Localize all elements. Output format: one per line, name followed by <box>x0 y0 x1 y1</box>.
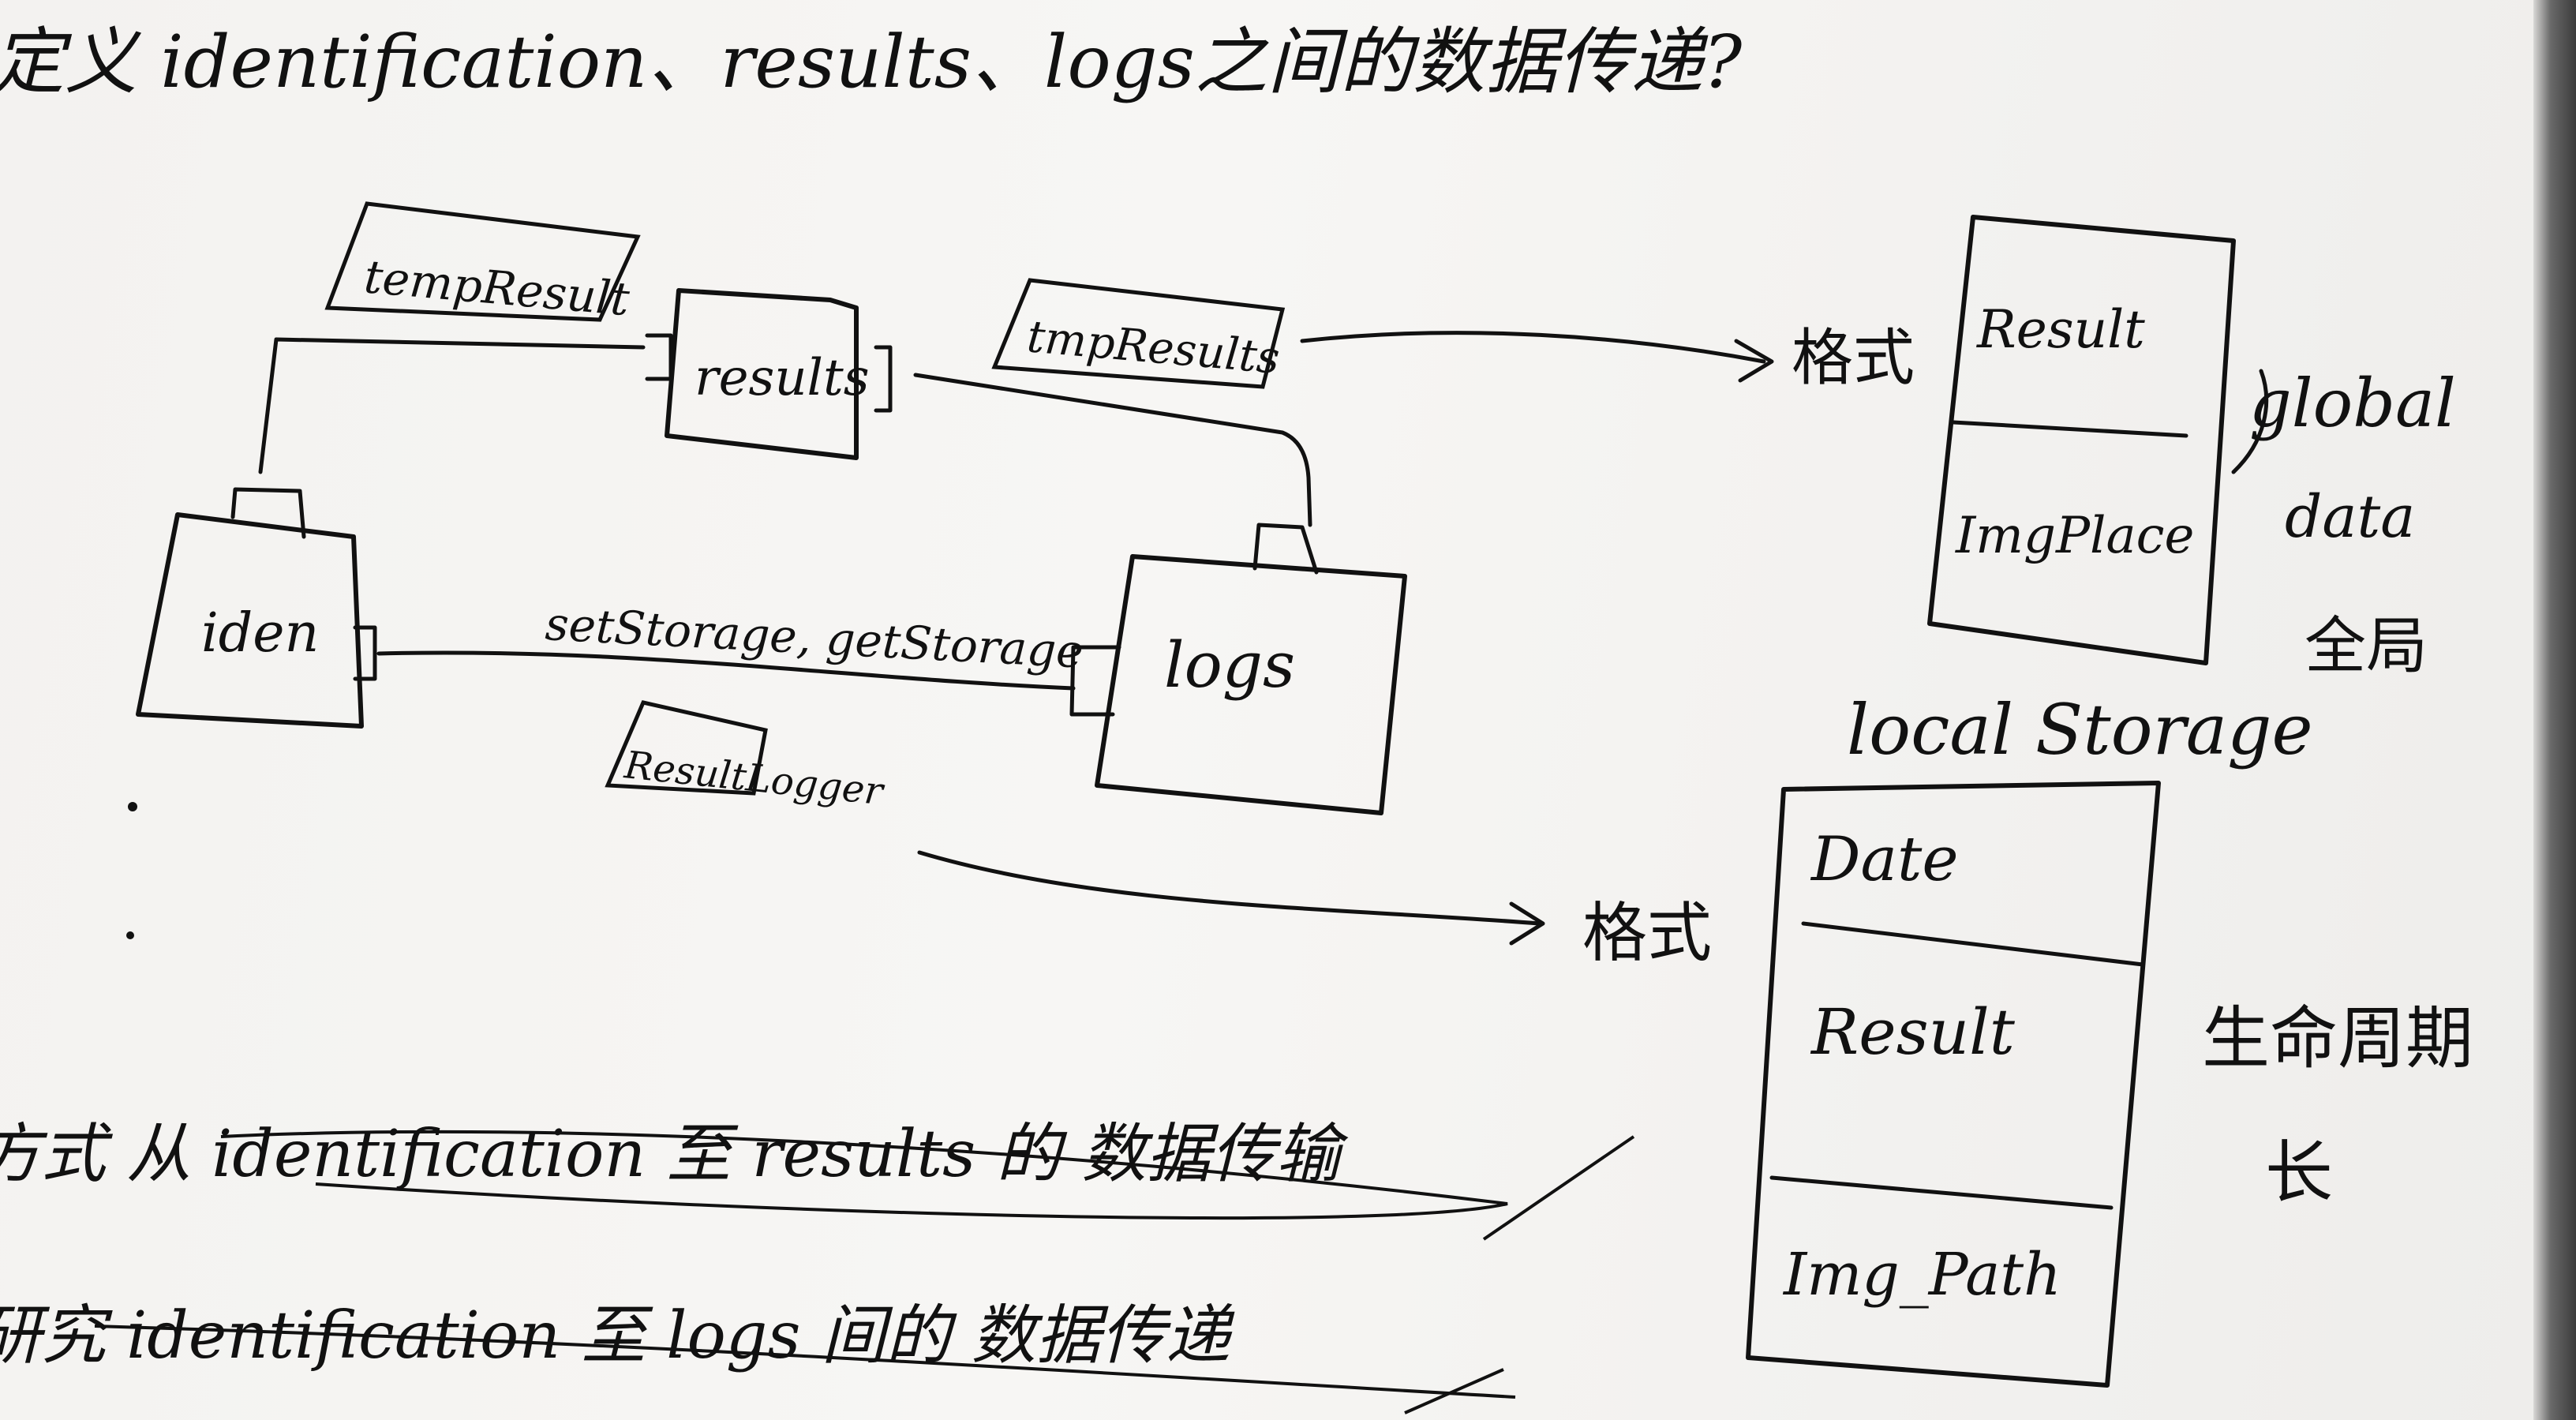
format-label-lower: 格式 <box>1582 896 1712 971</box>
tag-resultlogger <box>605 700 768 796</box>
port-results-left <box>645 333 673 381</box>
global-data-table <box>1927 215 2236 665</box>
port-logs-top <box>1252 523 1319 575</box>
local-storage-heading: local Storage <box>1847 689 2313 770</box>
node-iden-label: iden <box>201 602 319 665</box>
format-label-upper: 格式 <box>1792 323 1915 394</box>
edge-iden-to-logs <box>376 650 1076 691</box>
node-iden <box>136 512 364 729</box>
arrowhead-format-upper <box>1734 339 1774 383</box>
port-logs-left <box>1069 645 1121 717</box>
arrow-to-format-lower <box>917 850 1541 926</box>
edge-iden-to-results <box>258 337 646 474</box>
global-data-row-imgplace: ImgPlace <box>1955 507 2194 565</box>
local-storage-row-date: Date <box>1810 824 1959 895</box>
strike-scribble-1 <box>220 1130 1508 1220</box>
port-results-right <box>874 345 893 413</box>
global-data-heading-cjk: 全局 <box>2305 611 2428 682</box>
tag-tempresult-label: tempResult <box>362 249 632 326</box>
tag-tempresult <box>324 201 641 322</box>
local-storage-row-result: Result <box>1810 995 2016 1069</box>
struck-line-1: 方式 从 identification 至 results 的 数据传输 <box>0 1117 1349 1192</box>
arrow-to-format-upper <box>1300 331 1766 364</box>
port-iden-top <box>230 487 306 539</box>
local-storage-divider-1 <box>1801 921 2145 967</box>
local-storage-side-note-2: 长 <box>2265 1133 2333 1212</box>
global-data-row-result: Result <box>1976 299 2145 360</box>
node-results <box>665 288 859 460</box>
global-data-bracket <box>2231 369 2269 474</box>
edge-results-to-logs <box>913 373 1312 527</box>
port-iden-right <box>353 625 377 681</box>
arrowhead-format-lower <box>1509 901 1545 946</box>
global-data-row-divider <box>1951 420 2188 438</box>
node-results-label: results <box>695 349 870 407</box>
local-storage-table <box>1746 781 2161 1388</box>
stray-dot-2 <box>126 931 134 939</box>
paper-edge-shadow <box>2533 0 2576 1420</box>
global-data-heading-data: data <box>2285 483 2415 551</box>
strike-slash-2 <box>1404 1368 1504 1414</box>
node-logs-label: logs <box>1164 628 1295 702</box>
edge-iden-logs-methods-label: setStorage, getStorage <box>544 597 1084 679</box>
local-storage-side-note-1: 生命周期 <box>2202 999 2473 1078</box>
tag-tmpresults <box>991 278 1286 389</box>
local-storage-row-imgpath: Img_Path <box>1782 1241 2061 1309</box>
strike-slash-1 <box>1482 1135 1635 1241</box>
stray-dot-1 <box>128 802 137 811</box>
strike-line-2 <box>94 1324 1516 1399</box>
struck-line-2: 研究 identification 至 logs 间的 数据传递 <box>0 1298 1235 1373</box>
local-storage-divider-2 <box>1769 1175 2114 1210</box>
tag-resultlogger-label: ResultLogger <box>622 743 887 814</box>
page-title: 定义 identification、results、logs之间的数据传递? <box>0 20 1743 104</box>
global-data-heading-global: global <box>2249 365 2456 442</box>
